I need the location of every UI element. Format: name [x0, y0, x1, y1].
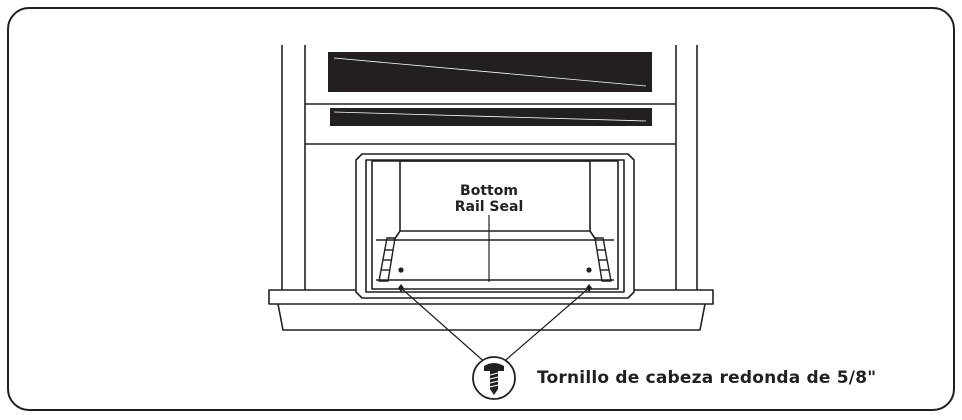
screw-points: [398, 267, 592, 292]
glass-reflection: [333, 57, 647, 122]
right-window-jamb: [675, 45, 698, 290]
seal-label-line1: Bottom: [458, 183, 520, 199]
right-bracket: [594, 237, 612, 282]
seal-label-line2: Rail Seal: [452, 199, 526, 215]
screw-label: Tornillo de cabeza redonda de 5/8": [537, 368, 877, 388]
round-head-screw-icon: [472, 356, 516, 400]
bottom-rail-seal-label: Bottom Rail Seal: [441, 183, 537, 215]
left-window-jamb: [281, 45, 306, 290]
window-glass: [328, 52, 652, 126]
left-bracket: [378, 237, 396, 282]
ac-cabinet: [355, 153, 635, 299]
screw-leader-lines: [400, 287, 590, 366]
